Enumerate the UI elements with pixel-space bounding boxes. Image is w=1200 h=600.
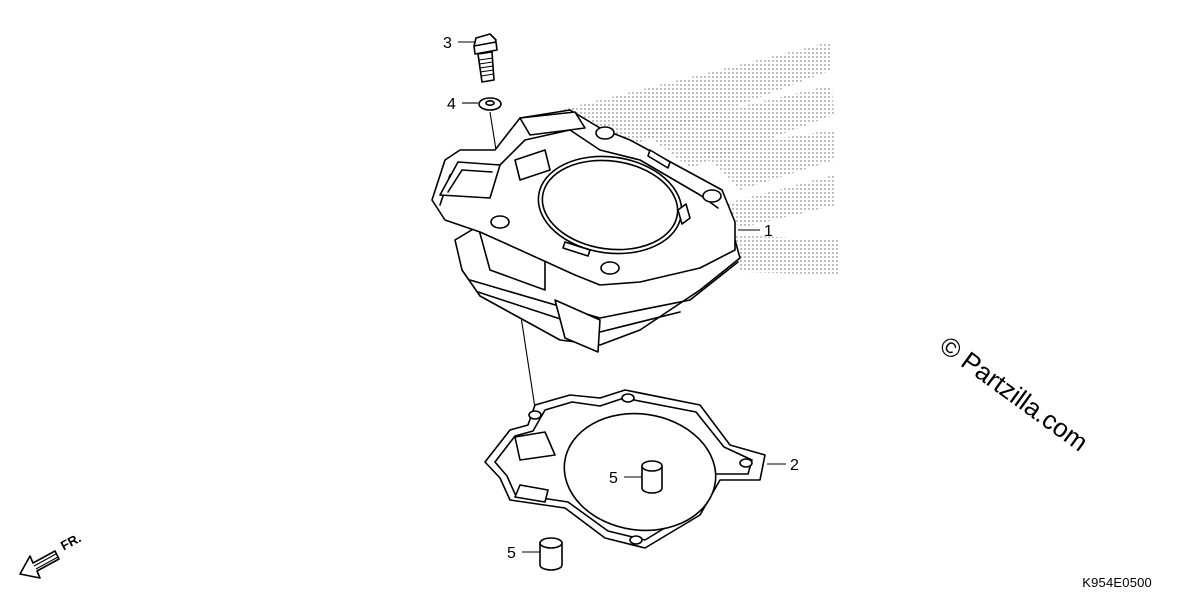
reference-code: K954E0500	[1082, 575, 1152, 590]
dowel-pin-lower	[539, 537, 563, 571]
washer-part	[478, 97, 502, 111]
assembly-guide-lines	[489, 111, 536, 409]
callout-4: 4	[447, 96, 456, 113]
callout-2: 2	[790, 457, 799, 474]
flange-bolt-part	[473, 33, 498, 83]
callout-leaders	[458, 41, 786, 553]
front-direction-arrow-icon	[19, 550, 60, 579]
cooling-fin-stipple	[560, 42, 840, 275]
callout-5-lower: 5	[507, 545, 516, 562]
callout-1: 1	[764, 223, 773, 240]
cylinder-base-gasket-part	[484, 389, 766, 549]
cylinder-part	[431, 109, 741, 353]
callout-3: 3	[443, 35, 452, 52]
callout-5-upper: 5	[609, 470, 618, 487]
dowel-pin-upper	[641, 460, 663, 494]
